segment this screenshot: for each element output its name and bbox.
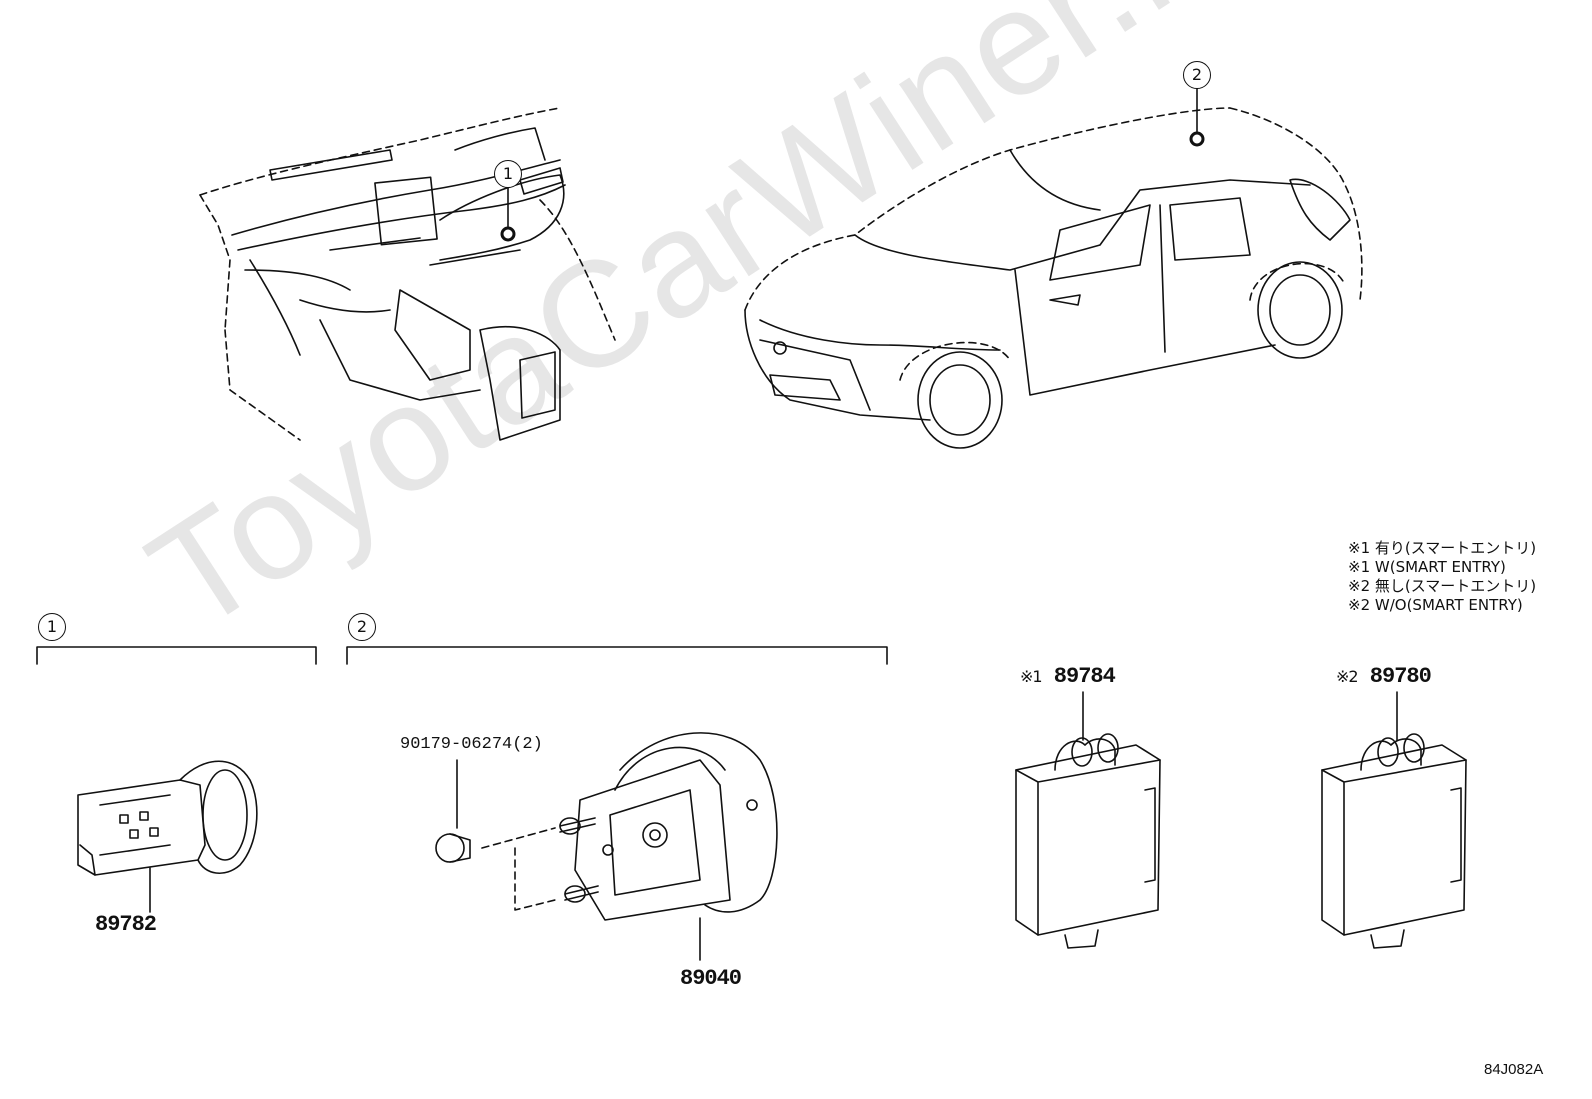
note-line: ※2 W/O(SMART ENTRY) xyxy=(1348,596,1523,614)
part-label-89780[interactable]: ※2 89780 xyxy=(1336,664,1432,689)
note-mark: ※1 xyxy=(1020,667,1043,686)
part-number-90179[interactable]: 90179-06274(2) xyxy=(400,735,543,754)
clip-90179-drawing xyxy=(435,759,556,911)
callout-1-group: 1 xyxy=(38,613,66,641)
group-bracket-2 xyxy=(346,646,888,665)
module-89780-drawing xyxy=(1321,691,1467,949)
part-number-89782[interactable]: 89782 xyxy=(95,912,157,937)
figure-code: 84J082A xyxy=(1484,1061,1544,1078)
car-exterior-drawing xyxy=(744,87,1363,449)
note-line: ※1 W(SMART ENTRY) xyxy=(1348,558,1506,576)
switch-89782-drawing xyxy=(77,760,258,913)
note-line: ※1 有り(スマートエントリ) xyxy=(1348,539,1537,557)
part-number-89784: 89784 xyxy=(1053,664,1116,689)
group-bracket-1 xyxy=(36,646,317,665)
part-number-89040[interactable]: 89040 xyxy=(680,966,742,991)
note-line: ※2 無し(スマートエントリ) xyxy=(1348,577,1537,595)
interior-dashboard-drawing xyxy=(199,107,616,441)
part-label-89784[interactable]: ※1 89784 xyxy=(1020,664,1116,689)
part-number-89780: 89780 xyxy=(1369,664,1432,689)
horn-89040-drawing xyxy=(559,732,778,961)
callout-2-group: 2 xyxy=(348,613,376,641)
module-89784-drawing xyxy=(1015,691,1161,949)
note-mark: ※2 xyxy=(1336,667,1359,686)
callout-2-car-roof: 2 xyxy=(1183,61,1211,89)
callout-1-dashboard: 1 xyxy=(494,160,522,188)
notes-block: ※1 有り(スマートエントリ) ※1 W(SMART ENTRY) ※2 無し(… xyxy=(1348,539,1536,615)
